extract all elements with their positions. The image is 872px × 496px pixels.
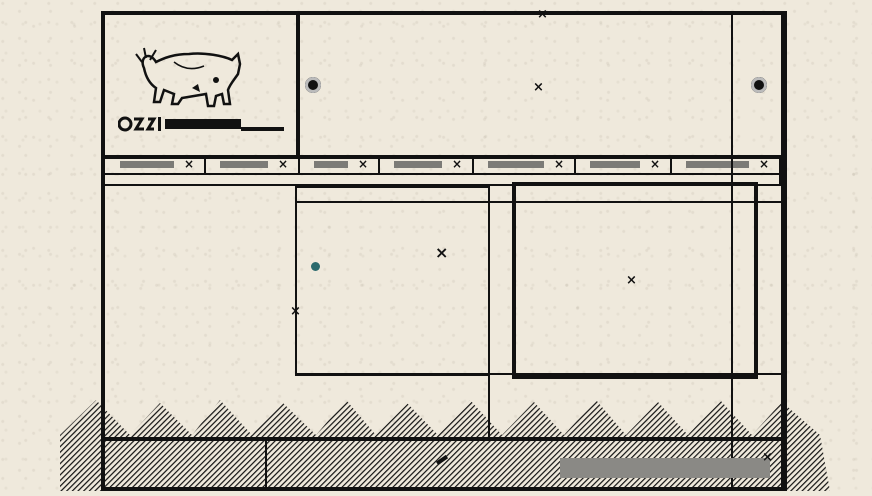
close-icon[interactable]: × [626,274,637,287]
nav-item[interactable]: × [206,157,300,173]
close-icon[interactable]: × [452,158,462,171]
close-icon[interactable]: × [554,158,564,171]
goat-logo-icon [134,40,249,115]
nav-item-label-bar [488,161,544,168]
close-icon[interactable]: × [278,158,288,171]
close-icon[interactable]: × [184,158,194,171]
bullet-icon [305,77,321,93]
nav-item[interactable]: × [380,157,474,173]
nav-item-label-bar [220,161,268,168]
nav-item-label-bar [314,161,348,168]
nav-item[interactable]: × [300,157,380,173]
close-icon[interactable]: × [762,451,773,464]
footer-left-block [101,437,267,491]
nav-item-label-bar [590,161,640,168]
close-icon[interactable]: × [435,246,448,259]
footer-status-bar [560,458,770,478]
nav-item-label-bar [120,161,174,168]
ink-spot [311,262,320,271]
close-icon[interactable]: × [533,81,544,94]
close-icon[interactable]: × [650,158,660,171]
nav-item[interactable]: × [474,157,576,173]
close-icon[interactable]: × [290,305,301,318]
nav-item[interactable]: × [576,157,672,173]
close-icon[interactable]: × [358,158,368,171]
nav-item[interactable]: × [106,157,206,173]
close-icon[interactable]: × [537,8,548,21]
nav-item-label-bar [394,161,442,168]
logo-wordmark [118,116,286,132]
